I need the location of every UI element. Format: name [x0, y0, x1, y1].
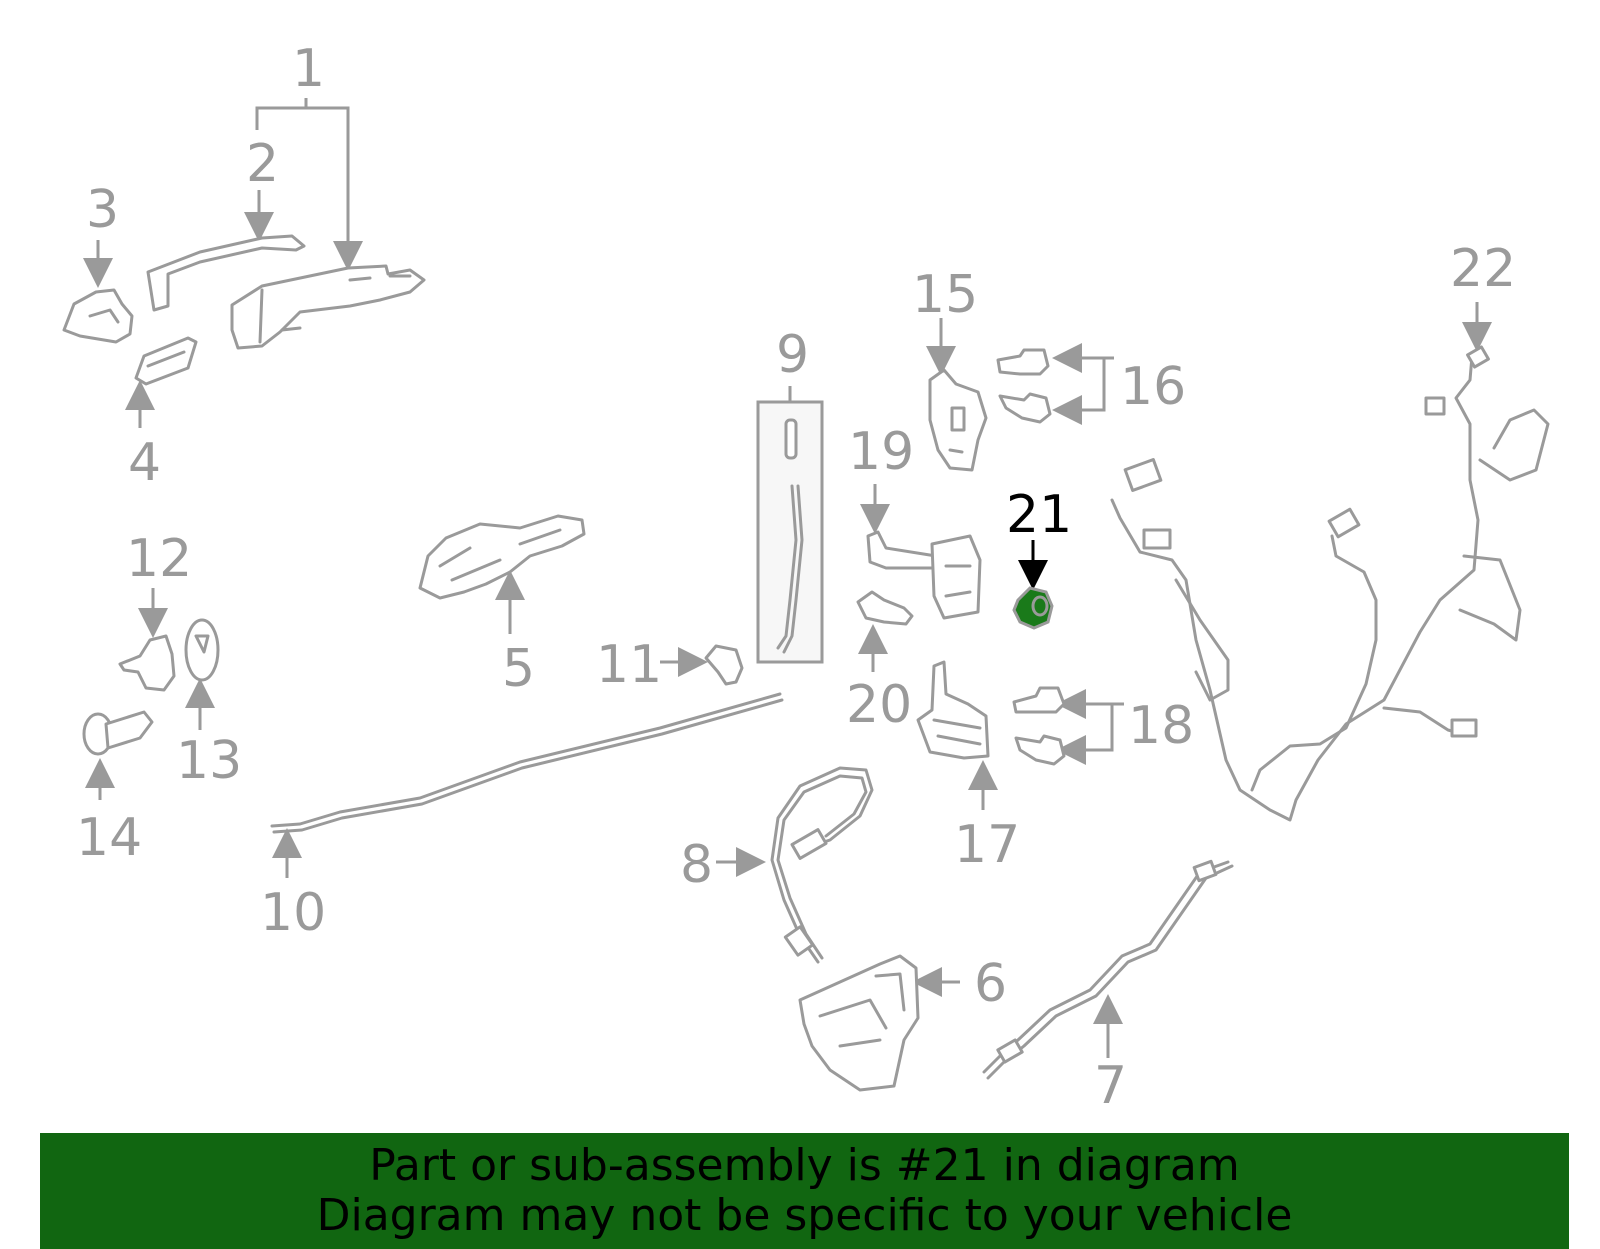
callout-10: 10	[260, 883, 326, 943]
callout-12: 12	[126, 529, 192, 589]
part-11-rod-clip[interactable]	[660, 644, 744, 686]
info-banner: Part or sub-assembly is #21 in diagram D…	[40, 1133, 1569, 1249]
part-2-handle-cover[interactable]	[146, 190, 306, 312]
part-16-bolts[interactable]	[996, 343, 1114, 425]
part-20-bolt[interactable]	[856, 590, 914, 672]
callout-2: 2	[246, 134, 279, 194]
callout-22: 22	[1450, 239, 1516, 299]
part-19-door-check[interactable]	[860, 484, 982, 620]
callout-16: 16	[1120, 357, 1186, 417]
callout-11: 11	[596, 635, 662, 695]
part-6-door-latch[interactable]	[798, 954, 960, 1092]
callout-9: 9	[776, 325, 809, 385]
callout-8: 8	[680, 835, 713, 895]
part-22-wiring-harness[interactable]	[1110, 302, 1550, 822]
part-21-nut-highlighted[interactable]	[1012, 540, 1054, 630]
callout-6: 6	[974, 954, 1007, 1014]
banner-line-1: Part or sub-assembly is #21 in diagram	[369, 1140, 1240, 1191]
callout-7: 7	[1094, 1056, 1127, 1116]
callout-1: 1	[292, 39, 325, 99]
callout-3: 3	[86, 180, 119, 240]
part-5-handle-frame[interactable]	[418, 514, 586, 634]
part-13-seal[interactable]	[184, 618, 220, 730]
callout-17: 17	[954, 815, 1020, 875]
part-4-gasket[interactable]	[125, 336, 198, 428]
callout-13: 13	[176, 731, 242, 791]
part-9-lock-rod-kit[interactable]	[756, 386, 824, 664]
callout-18: 18	[1128, 696, 1194, 756]
callout-5: 5	[502, 639, 535, 699]
callout-19: 19	[848, 422, 914, 482]
callout-4: 4	[128, 433, 161, 493]
part-18-bolts[interactable]	[1012, 686, 1124, 766]
part-7-inside-handle-cable[interactable]	[982, 859, 1234, 1080]
part-14-screw[interactable]	[82, 710, 154, 800]
banner-line-2: Diagram may not be specific to your vehi…	[316, 1190, 1293, 1241]
part-17-striker-lower[interactable]	[916, 660, 998, 810]
part-8-outside-handle-cable[interactable]	[716, 766, 874, 964]
part-12-bracket[interactable]	[118, 588, 176, 692]
part-15-striker[interactable]	[926, 318, 988, 472]
callout-15: 15	[912, 265, 978, 325]
part-1-outside-handle-assembly[interactable]	[230, 98, 426, 350]
part-3-lock-cylinder-cap[interactable]	[62, 240, 134, 344]
callout-14: 14	[76, 808, 142, 868]
callout-20: 20	[846, 675, 912, 735]
callout-21: 21	[1006, 485, 1072, 545]
part-10-lock-rod[interactable]	[270, 692, 784, 878]
